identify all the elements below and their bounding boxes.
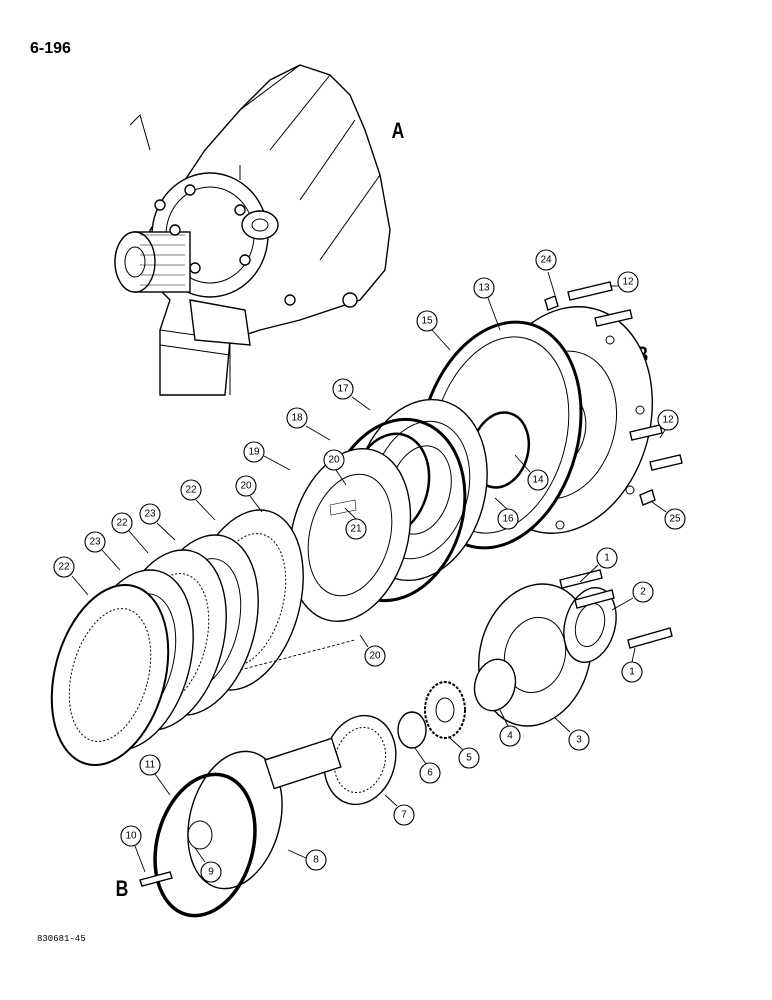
callout-8: 8 (287, 849, 327, 871)
svg-text:13: 13 (478, 283, 490, 294)
svg-text:22: 22 (58, 562, 70, 573)
callout-12-right: 12 (657, 409, 679, 439)
svg-text:12: 12 (662, 415, 674, 426)
callout-17: 17 (332, 378, 371, 411)
svg-text:14: 14 (532, 475, 544, 486)
callout-20-center: 20 (323, 449, 347, 486)
view-letter-a-top: A (391, 118, 405, 143)
callout-4: 4 (499, 709, 521, 747)
callout-15: 15 (416, 310, 451, 351)
callout-25: 25 (651, 501, 686, 530)
callout-6: 6 (414, 747, 441, 784)
transmission-assembly-illustration (114, 64, 391, 396)
svg-text:25: 25 (669, 514, 681, 525)
svg-text:1: 1 (604, 553, 610, 564)
svg-text:6: 6 (427, 768, 433, 779)
svg-text:23: 23 (89, 537, 101, 548)
bolts-12 (544, 281, 683, 506)
callout-1-top: 1 (579, 547, 618, 583)
bolt-10 (139, 871, 173, 887)
callout-20-bottom: 20 (359, 634, 386, 667)
svg-text:2: 2 (640, 587, 646, 598)
callout-18: 18 (286, 407, 331, 441)
svg-text:20: 20 (369, 651, 381, 662)
callout-3: 3 (554, 717, 590, 751)
svg-text:12: 12 (622, 277, 634, 288)
view-letter-b-bottom: B (115, 876, 129, 901)
callout-13: 13 (473, 277, 501, 331)
svg-text:18: 18 (291, 413, 303, 424)
callout-12-top: 12 (610, 271, 639, 293)
svg-text:7: 7 (401, 810, 407, 821)
callout-9: 9 (194, 847, 222, 883)
figure-code: 830681-45 (37, 934, 86, 944)
callout-21: 21 (344, 507, 367, 540)
svg-text:24: 24 (540, 255, 552, 266)
svg-text:22: 22 (116, 518, 128, 529)
svg-text:5: 5 (466, 753, 472, 764)
svg-text:21: 21 (350, 524, 362, 535)
callout-20-left: 20 (235, 475, 263, 513)
svg-text:10: 10 (125, 831, 137, 842)
callout-19: 19 (243, 441, 291, 471)
callout-7: 7 (384, 794, 415, 826)
svg-text:20: 20 (240, 481, 252, 492)
svg-text:23: 23 (144, 509, 156, 520)
svg-text:4: 4 (507, 731, 513, 742)
callout-10: 10 (120, 825, 146, 873)
callout-14: 14 (514, 454, 549, 491)
svg-text:1: 1 (629, 667, 635, 678)
svg-text:15: 15 (421, 316, 433, 327)
svg-text:11: 11 (145, 760, 156, 771)
bushing-6 (397, 711, 427, 749)
svg-text:8: 8 (313, 855, 319, 866)
svg-text:20: 20 (328, 455, 340, 466)
housing-3 (473, 569, 673, 727)
callout-24: 24 (535, 249, 557, 296)
callout-23-top: 23 (139, 503, 176, 541)
svg-text:16: 16 (502, 514, 514, 525)
callout-16: 16 (494, 497, 519, 530)
callout-11: 11 (139, 754, 171, 796)
callout-5: 5 (449, 737, 480, 769)
page-number: 6-196 (30, 40, 71, 57)
callout-2: 2 (611, 581, 654, 611)
svg-text:3: 3 (576, 735, 582, 746)
svg-text:19: 19 (248, 447, 260, 458)
oring-11 (153, 772, 257, 918)
gear-5 (424, 681, 466, 739)
svg-text:22: 22 (185, 485, 197, 496)
callout-1-bottom: 1 (621, 647, 643, 683)
callout-22-left: 22 (53, 556, 89, 596)
callout-22-top: 22 (180, 479, 216, 521)
clutch-discs (50, 509, 304, 766)
svg-text:17: 17 (337, 384, 349, 395)
callout-23-middle: 23 (84, 531, 121, 571)
svg-text:9: 9 (208, 867, 214, 878)
callout-22-middle: 22 (111, 512, 149, 554)
carrier-8 (187, 737, 342, 890)
